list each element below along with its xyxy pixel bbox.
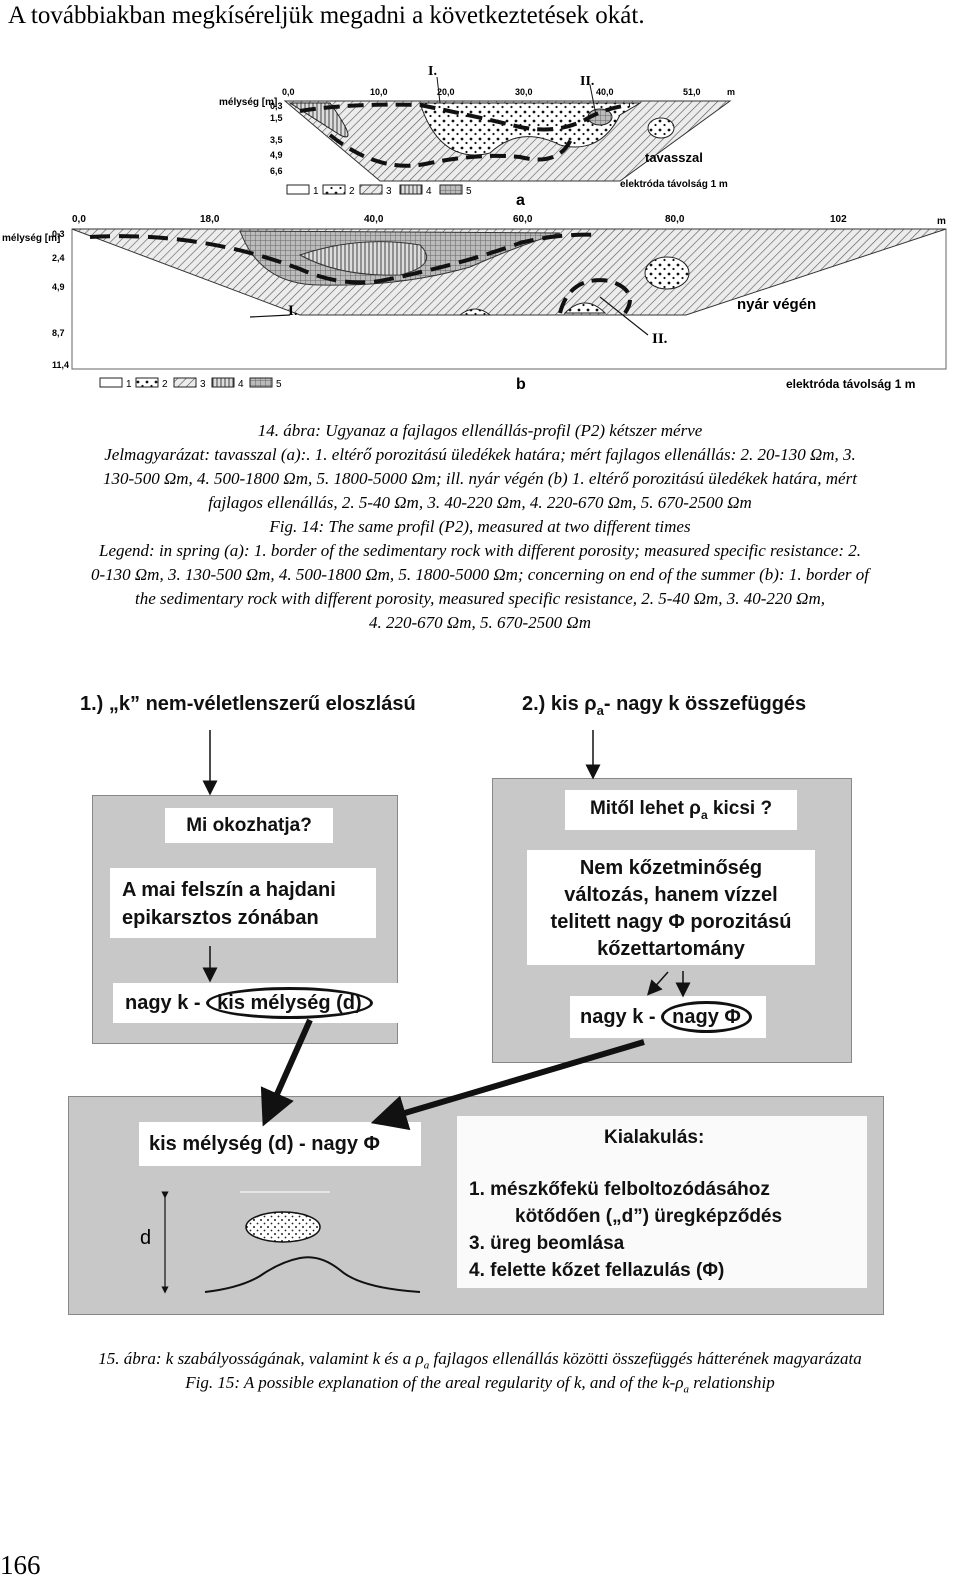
depth-tick-a: 1,5 bbox=[270, 113, 283, 123]
figure-15-title-right: 2.) kis ρa- nagy k összefüggés bbox=[522, 693, 807, 718]
formation-title: Kialakulás: bbox=[604, 1127, 705, 1148]
marker-I-a: I. bbox=[428, 64, 437, 79]
legend-item: 2 bbox=[349, 186, 355, 197]
caption-line: Legend: in spring (a): 1. border of the … bbox=[98, 541, 862, 560]
figure-15-title-left: 1.) „k” nem-véletlenszerű eloszlású bbox=[80, 693, 416, 715]
formation-item: kötődően („d”) üregképződés bbox=[515, 1206, 783, 1227]
dist-tick-a: 0,0 bbox=[282, 87, 295, 97]
caption-line: the sedimentary rock with different poro… bbox=[135, 589, 825, 608]
dist-tick-a: 10,0 bbox=[370, 87, 388, 97]
electrode-spacing-a: elektróda távolság 1 m bbox=[620, 179, 728, 190]
caption-line: Jelmagyarázat: tavasszal (a):. 1. eltérő… bbox=[104, 445, 856, 464]
left-result: nagy k - kis mélység (d) bbox=[113, 983, 398, 1023]
caption-line: 14. ábra: Ugyanaz a fajlagos ellenállás-… bbox=[257, 421, 703, 440]
page-heading: A továbbiakban megkíséreljük megadni a k… bbox=[8, 2, 645, 29]
depth-tick-b: 2,4 bbox=[52, 253, 65, 263]
depth-tick-a: 3,5 bbox=[270, 135, 283, 145]
depth-tick-b: 4,9 bbox=[52, 282, 65, 292]
dist-tick-b: 18,0 bbox=[200, 214, 220, 225]
legend-item: 2 bbox=[162, 379, 168, 390]
electrode-spacing-b: elektróda távolság 1 m bbox=[786, 377, 915, 391]
circled-term-left: kis mélység (d) bbox=[206, 987, 373, 1019]
dist-tick-b: 0,0 bbox=[72, 214, 86, 225]
dist-tick-b: 80,0 bbox=[665, 214, 685, 225]
caption-line: 0-130 Ωm, 3. 130-500 Ωm, 4. 500-1800 Ωm,… bbox=[90, 565, 870, 584]
left-question: Mi okozhatja? bbox=[165, 808, 333, 843]
caption-line: Fig. 14: The same profil (P2), measured … bbox=[269, 517, 691, 536]
legend-item: 3 bbox=[386, 186, 392, 197]
caption-line: 15. ábra: k szabályosságának, valamint k… bbox=[98, 1349, 862, 1372]
caption-line: fajlagos ellenállás, 2. 5-40 Ωm, 3. 40-2… bbox=[208, 493, 752, 512]
legend-item: 1 bbox=[126, 379, 132, 390]
unit-a: m bbox=[727, 87, 735, 97]
formation-box: Kialakulás: 1. mészkőfekü felboltozódásá… bbox=[457, 1116, 867, 1288]
marker-II-a: II. bbox=[580, 74, 594, 89]
panel-letter-a: a bbox=[516, 192, 525, 209]
dist-tick-b: 102 bbox=[830, 214, 847, 225]
circled-term-right: nagy Φ bbox=[661, 1001, 752, 1033]
depth-tick-a: 6,6 bbox=[270, 166, 283, 176]
caption-line: 130-500 Ωm, 4. 500-1800 Ωm, 5. 1800-5000… bbox=[103, 469, 857, 488]
marker-I-b: I. bbox=[288, 303, 298, 319]
dist-tick-a: 30,0 bbox=[515, 87, 533, 97]
caption-line: Fig. 15: A possible explanation of the a… bbox=[185, 1373, 775, 1396]
depth-tick-b: 8,7 bbox=[52, 328, 65, 338]
profile-b: 0,0 18,0 40,0 60,0 80,0 102 m mélység [m… bbox=[2, 214, 947, 393]
unit-b: m bbox=[937, 216, 946, 227]
bottom-left-box: kis mélység (d) - nagy Φ bbox=[139, 1122, 421, 1166]
legend-item: 5 bbox=[466, 186, 472, 197]
legend-item: 3 bbox=[200, 379, 206, 390]
caption-line: 4. 220-670 Ωm, 5. 670-2500 Ωm bbox=[369, 613, 591, 632]
depth-label-b: mélység [m] bbox=[2, 233, 60, 244]
d-label: d bbox=[140, 1227, 151, 1249]
season-label-a: tavasszal bbox=[645, 150, 703, 165]
depth-tick-b: 11,4 bbox=[52, 360, 69, 370]
legend-item: 4 bbox=[426, 186, 432, 197]
dist-tick-a: 20,0 bbox=[437, 87, 455, 97]
depth-tick-a: 0,3 bbox=[270, 101, 283, 111]
legend-item: 1 bbox=[313, 186, 319, 197]
legend-b: 1 2 3 4 5 bbox=[99, 377, 282, 390]
depth-tick-b: 0,3 bbox=[52, 229, 65, 239]
right-result: nagy k - nagy Φ bbox=[570, 996, 766, 1038]
panel-letter-b: b bbox=[516, 376, 526, 393]
profile-a: mélység [m] 0,3 1,5 3,5 4,9 6,6 0,0 10,0… bbox=[219, 64, 735, 209]
dist-tick-a: 40,0 bbox=[596, 87, 614, 97]
dist-tick-b: 60,0 bbox=[513, 214, 533, 225]
marker-II-b: II. bbox=[652, 331, 668, 347]
legend-a: 1 2 3 4 5 bbox=[286, 184, 472, 197]
legend-item: 5 bbox=[276, 379, 282, 390]
season-label-b: nyár végén bbox=[737, 296, 816, 313]
formation-item: 4. felette kőzet fellazulás (Φ) bbox=[469, 1260, 725, 1281]
dist-tick-a: 51,0 bbox=[683, 87, 701, 97]
right-question: Mitől lehet ρa kicsi ? bbox=[565, 790, 797, 830]
figure-14: mélység [m] 0,3 1,5 3,5 4,9 6,6 0,0 10,0… bbox=[2, 64, 947, 393]
depth-tick-a: 4,9 bbox=[270, 150, 283, 160]
depth-label-a: mélység [m] bbox=[219, 97, 277, 108]
formation-item: 1. mészkőfekü felboltozódásához bbox=[469, 1179, 770, 1200]
legend-item: 4 bbox=[238, 379, 244, 390]
formation-item: 3. üreg beomlása bbox=[469, 1233, 625, 1254]
dist-tick-b: 40,0 bbox=[364, 214, 384, 225]
page-number: 166 bbox=[0, 1550, 41, 1580]
